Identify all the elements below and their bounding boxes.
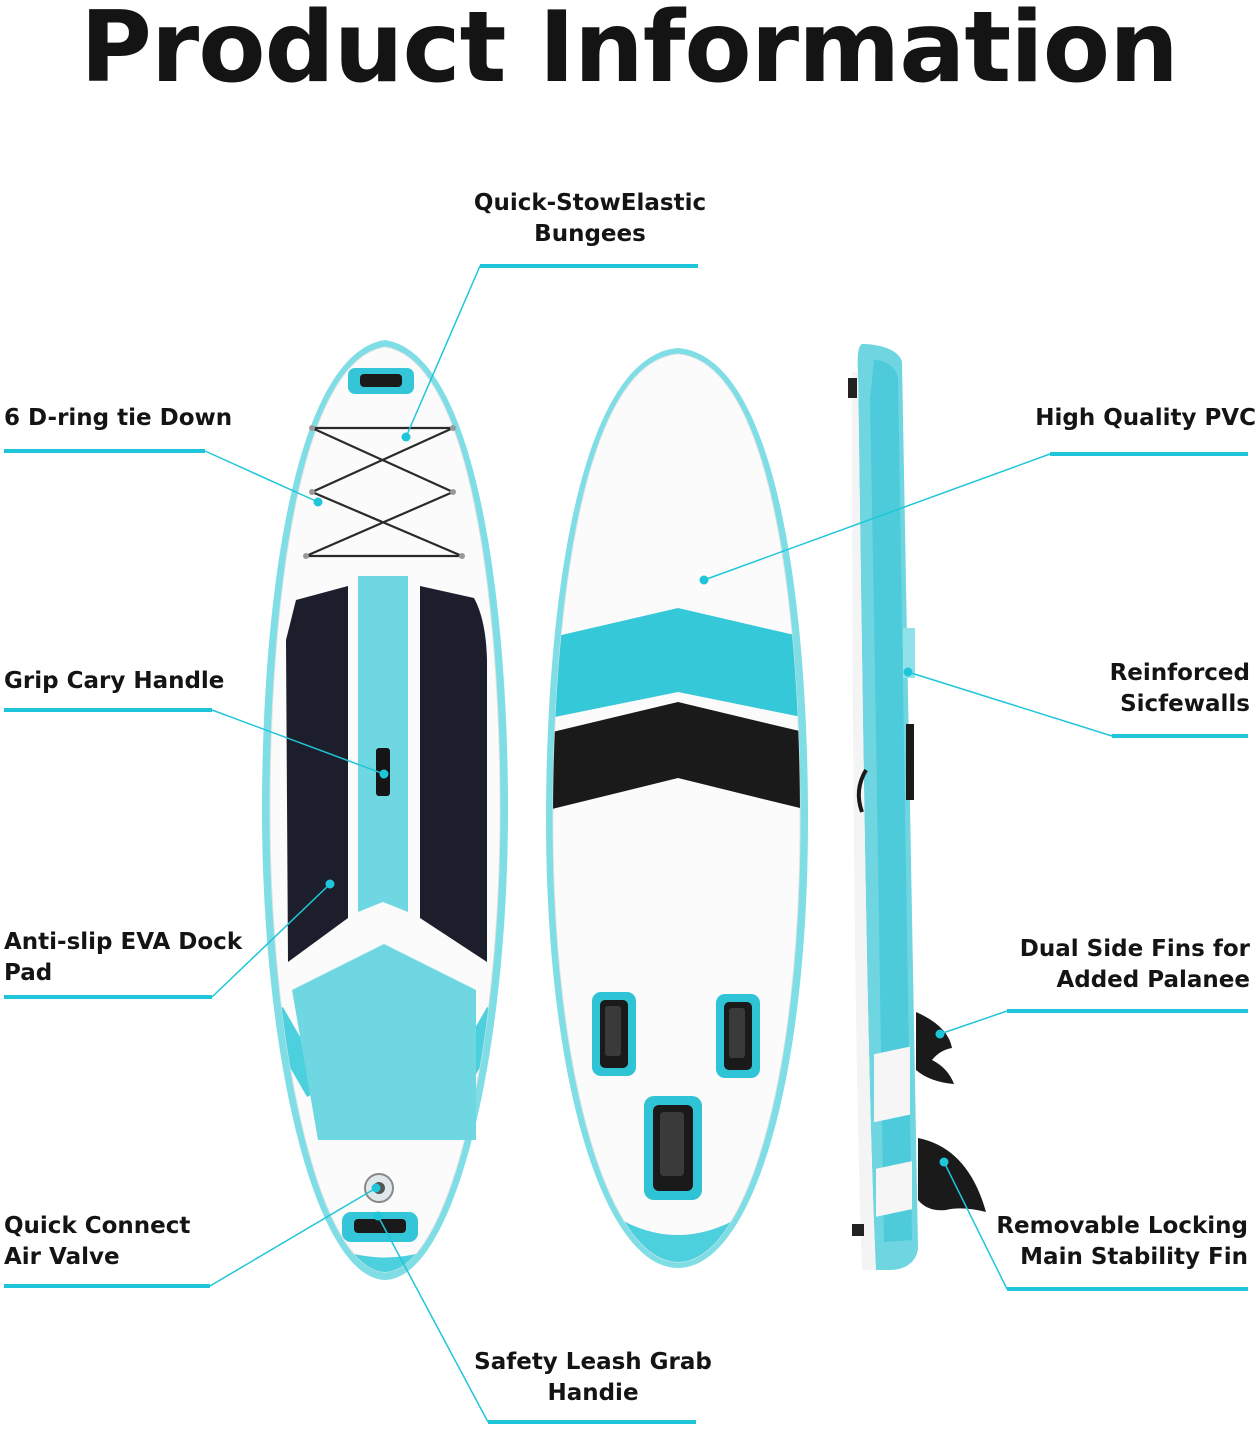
underline-leash bbox=[488, 1420, 696, 1424]
label-side-fins: Dual Side Fins for Added Palanee bbox=[1019, 936, 1250, 993]
underline-handle bbox=[4, 708, 212, 712]
leader-dots bbox=[313, 432, 949, 1221]
label-handle: Grip Cary Handle bbox=[4, 668, 225, 694]
underline-side-fins bbox=[1007, 1009, 1248, 1013]
label-bungees: Quick-StowElastic Bungees bbox=[473, 190, 707, 247]
label-main-fin: Removable Locking Main Stability Fin bbox=[996, 1213, 1248, 1270]
underline-main-fin bbox=[1007, 1287, 1248, 1291]
underline-pvc bbox=[1050, 452, 1248, 456]
label-air-valve: Quick Connect Air Valve bbox=[4, 1213, 191, 1270]
label-deck-pad: Anti-slip EVA Dock Pad bbox=[4, 929, 243, 986]
label-d-ring: 6 D-ring tie Down bbox=[4, 405, 233, 431]
underline-sidewalls bbox=[1112, 734, 1248, 738]
board-top-view bbox=[262, 340, 508, 1280]
board-bottom-view bbox=[546, 348, 808, 1268]
underline-deck-pad bbox=[4, 995, 212, 999]
page-title: Product Information bbox=[80, 0, 1179, 105]
board-side-view bbox=[848, 344, 986, 1270]
leader-lines bbox=[204, 265, 1113, 1423]
underline-air-valve bbox=[4, 1284, 210, 1288]
label-pvc: High Quality PVC bbox=[1035, 405, 1256, 431]
label-leash: Safety Leash Grab Handie bbox=[474, 1349, 712, 1406]
label-sidewalls: Reinforced Sicfewalls bbox=[1109, 660, 1250, 717]
underline-d-ring bbox=[4, 449, 205, 453]
underline-bungees bbox=[480, 264, 698, 268]
